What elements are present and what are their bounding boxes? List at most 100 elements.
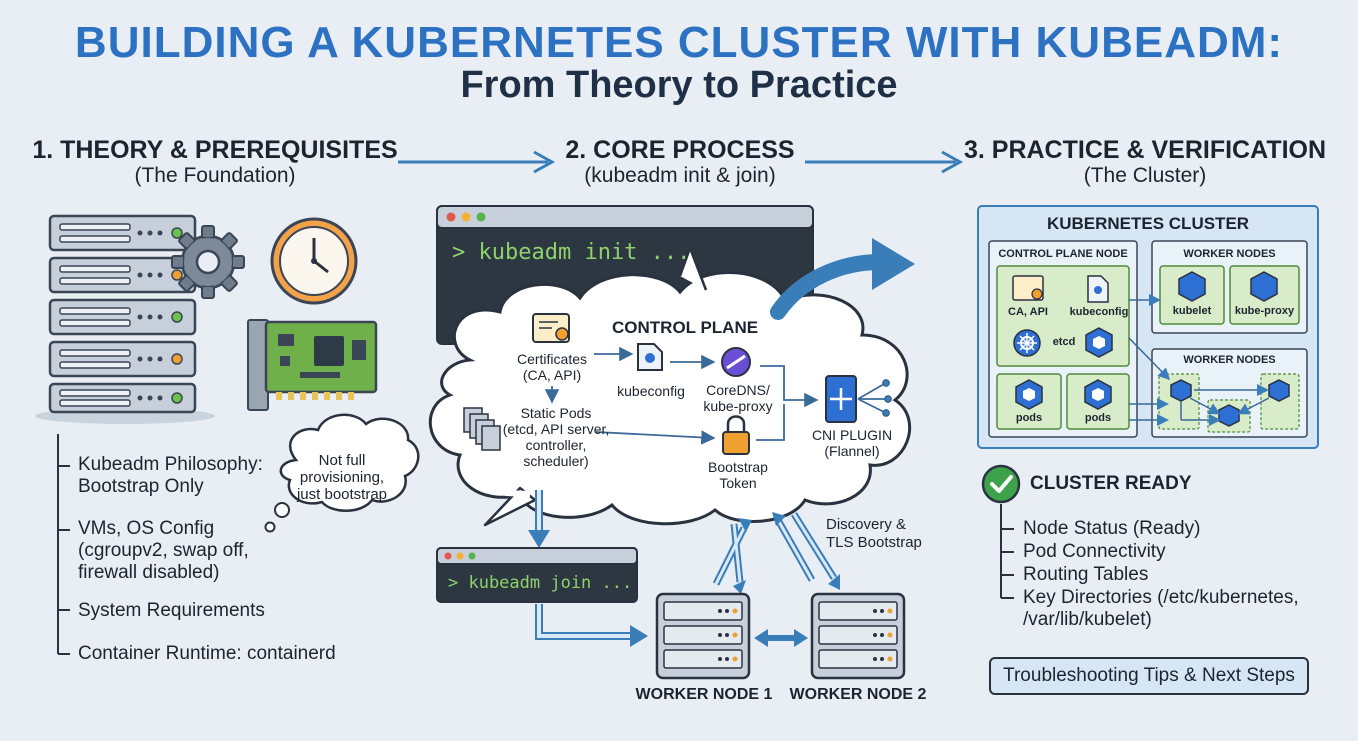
cluster-ready-label: CLUSTER READY xyxy=(1030,473,1192,494)
section-sub-theory: (The Foundation) xyxy=(134,164,296,187)
verify-item-node-status: Node Status (Ready) xyxy=(1023,518,1201,539)
bubble-line: Not full xyxy=(318,452,366,469)
join-to-worker-arrow xyxy=(535,604,648,647)
label-line: kube-proxy xyxy=(703,398,773,414)
label-line: Static Pods xyxy=(520,405,592,421)
label-line: (Flannel) xyxy=(824,443,880,459)
worker-link-arrow xyxy=(754,629,808,647)
next-steps-button-bg xyxy=(989,657,1309,695)
cloud-exit-arrow xyxy=(770,238,915,320)
label-line: controller, xyxy=(525,437,587,453)
static-pods-label: Static Pods (etcd, API server, controlle… xyxy=(496,405,616,469)
etcd-helm-icon xyxy=(1013,329,1041,357)
section-heading-theory: 1. THEORY & PREREQUISITES xyxy=(32,136,398,164)
ca-certificate-small-icon xyxy=(1012,275,1044,301)
theory-item-requirements: System Requirements xyxy=(78,600,265,622)
label-line: (CA, API) xyxy=(522,367,582,383)
static-pods-icon xyxy=(463,407,501,451)
page-subtitle: From Theory to Practice xyxy=(460,64,898,106)
cloud-flow-arrows xyxy=(544,346,819,445)
control-plane-label: CONTROL PLANE xyxy=(612,318,759,337)
join-terminal xyxy=(436,547,638,603)
k8s-hex-inner xyxy=(1023,336,1105,401)
worker-node-1-label: WORKER NODE 1 xyxy=(635,686,773,703)
verify-item-pod-connectivity: Pod Connectivity xyxy=(1023,541,1166,562)
coredns-label: CoreDNS/ kube-proxy xyxy=(696,382,780,414)
thought-bubble xyxy=(264,413,420,533)
coredns-icon xyxy=(721,347,751,377)
list-item-line: Container Runtime: containerd xyxy=(78,643,336,664)
worker-node-2-label: WORKER NODE 2 xyxy=(789,686,927,703)
bubble-line: just bootstrap xyxy=(296,486,388,503)
page-title: BUILDING A KUBERNETES CLUSTER WITH KUBEA… xyxy=(74,18,1284,67)
kubeconfig-small-label: kubeconfig xyxy=(1069,306,1129,318)
discovery-arrowheads xyxy=(733,512,840,594)
certificates-label: Certificates (CA, API) xyxy=(500,351,604,383)
worker-node-1-icon xyxy=(655,592,751,680)
ca-api-label: CA, API xyxy=(1008,306,1048,318)
list-item-line: firewall disabled) xyxy=(78,562,220,583)
kubeconfig-file-icon xyxy=(637,343,663,371)
kubeconfig-small-icon xyxy=(1087,275,1109,303)
gear-icon xyxy=(171,225,245,299)
pods-label-2: pods xyxy=(1084,412,1112,424)
verify-item-directories: Key Directories (/etc/kubernetes, /var/l… xyxy=(1023,587,1299,631)
section-arrow-2 xyxy=(805,150,964,174)
verification-list-tree xyxy=(1000,504,1014,599)
label-line: (etcd, API server, xyxy=(502,421,610,437)
lock-icon xyxy=(722,415,750,455)
theory-item-runtime: Container Runtime: containerd xyxy=(78,643,336,665)
cloud-to-join-arrow xyxy=(528,490,550,548)
cni-plugin-icon xyxy=(825,375,892,423)
section-sub-core: (kubeadm init & join) xyxy=(584,164,776,187)
discovery-arrows-inner xyxy=(714,513,836,585)
cluster-title: KUBERNETES CLUSTER xyxy=(1046,214,1250,233)
join-command: > kubeadm join ... xyxy=(448,573,633,593)
control-plane-node-label: CONTROL PLANE NODE xyxy=(998,248,1128,260)
bubble-line: provisioning, xyxy=(299,469,385,486)
label-line: scheduler) xyxy=(523,453,589,469)
list-item-line: Kubeadm Philosophy: xyxy=(78,454,263,475)
section-heading-practice: 3. PRACTICE & VERIFICATION xyxy=(963,136,1327,164)
worker-nodes-top-label: WORKER NODES xyxy=(1183,248,1276,260)
network-card-icon xyxy=(247,319,378,411)
label-line: Certificates xyxy=(516,351,588,367)
theory-list-tree xyxy=(57,434,70,655)
worker-node-2-icon xyxy=(810,592,906,680)
list-item-line: VMs, OS Config xyxy=(78,518,215,539)
init-command: > kubeadm init ... xyxy=(452,240,691,265)
list-item-line: Bootstrap Only xyxy=(78,476,204,497)
check-icon xyxy=(981,464,1021,504)
label-line: CoreDNS/ xyxy=(706,382,770,398)
theory-item-vms: VMs, OS Config (cgroupv2, swap off, fire… xyxy=(78,518,249,584)
bootstrap-token-label: Bootstrap Token xyxy=(698,459,778,491)
section-heading-core: 2. CORE PROCESS xyxy=(565,136,795,164)
list-item-line: (cgroupv2, swap off, xyxy=(78,540,249,561)
label-line: TLS Bootstrap xyxy=(826,534,922,551)
worker-nodes-bottom-label: WORKER NODES xyxy=(1183,354,1276,366)
thought-bubble-text: Not full provisioning, just bootstrap xyxy=(282,452,402,503)
certificate-icon xyxy=(532,313,570,343)
cni-plugin-label: CNI PLUGIN (Flannel) xyxy=(800,427,904,459)
clock-icon xyxy=(270,217,358,305)
section-arrow-1 xyxy=(398,150,556,174)
list-item-line: /var/lib/kubelet) xyxy=(1023,609,1152,630)
pods-label-1: pods xyxy=(1015,412,1043,424)
discovery-label: Discovery & TLS Bootstrap xyxy=(826,516,922,552)
section-sub-practice: (The Cluster) xyxy=(1083,164,1207,187)
kubeconfig-label: kubeconfig xyxy=(617,383,685,399)
label-line: Token xyxy=(719,475,757,491)
kubelet-label: kubelet xyxy=(1172,305,1212,317)
cluster-flow-arrows xyxy=(1128,294,1270,426)
label-line: Discovery & xyxy=(826,516,907,533)
label-line: CNI PLUGIN xyxy=(811,427,893,443)
theory-item-philosophy: Kubeadm Philosophy: Bootstrap Only xyxy=(78,454,263,498)
kube-proxy-label: kube-proxy xyxy=(1234,305,1295,317)
next-steps-button[interactable]: Troubleshooting Tips & Next Steps xyxy=(1003,665,1295,686)
list-item-line: System Requirements xyxy=(78,600,265,621)
list-item-line: Key Directories (/etc/kubernetes, xyxy=(1023,587,1299,608)
verify-item-routing: Routing Tables xyxy=(1023,564,1149,585)
label-line: Bootstrap xyxy=(708,459,768,475)
server-rack-icon xyxy=(35,214,215,424)
